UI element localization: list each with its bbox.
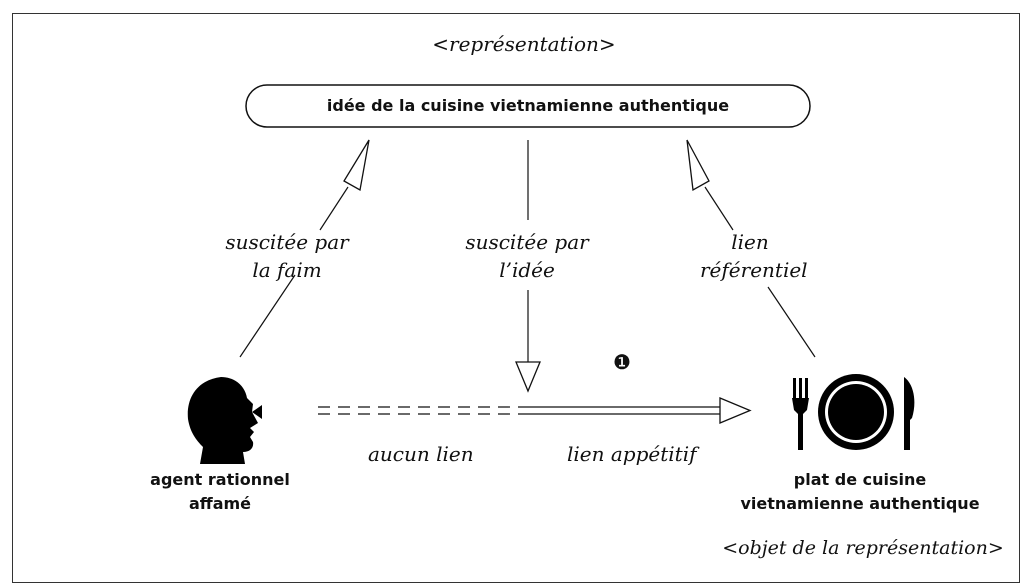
marker-number-one: ❶	[613, 350, 631, 374]
left-link-line-upper	[319, 186, 349, 231]
dish-label-line-2: vietnamienne authentique	[740, 494, 980, 513]
middle-link-label-line-1: suscitée par	[465, 230, 589, 254]
appetitive-link-label: lien appétitif	[567, 442, 697, 466]
agent-label-line-2: affamé	[188, 494, 252, 513]
object-label: <objet de la représentation>	[722, 537, 1004, 559]
left-link-label-line-1: suscitée par	[225, 230, 349, 254]
idea-box-label: idée de la cuisine vietnamienne authenti…	[326, 96, 730, 115]
fork-icon	[792, 378, 809, 450]
idea-box	[245, 84, 811, 128]
right-link-arrowhead	[686, 139, 710, 192]
left-link-arrowhead	[343, 139, 370, 192]
plate-icon	[818, 374, 894, 450]
right-link-line-upper	[704, 186, 734, 231]
knife-icon	[904, 377, 915, 450]
appetitive-link-arrowhead	[719, 397, 752, 424]
no-link-dashed-line	[318, 406, 518, 415]
right-link-line-lower	[767, 286, 816, 358]
left-link-label-line-2: la faim	[252, 258, 322, 282]
middle-link-arrowhead	[515, 361, 541, 393]
dish-label-line-1: plat de cuisine	[793, 470, 927, 489]
head-profile-icon	[187, 377, 258, 464]
left-link-line-lower	[239, 274, 296, 358]
right-link-label: lien référentiel	[700, 228, 808, 284]
agent-label-line-1: agent rationnel	[150, 470, 290, 489]
right-link-label-line-2: référentiel	[700, 258, 808, 282]
dish-label: plat de cuisine vietnamienne authentique	[730, 468, 990, 516]
right-link-label-line-1: lien	[731, 230, 769, 254]
mouth-notch	[252, 405, 262, 419]
middle-link-label: suscitée par l’idée	[462, 228, 592, 284]
fork-plate-knife-icon	[792, 374, 915, 450]
middle-link-label-line-2: l’idée	[499, 258, 555, 282]
representation-label: <représentation>	[432, 32, 616, 56]
agent-label: agent rationnel affamé	[130, 468, 310, 516]
no-link-label: aucun lien	[368, 442, 474, 466]
left-link-label: suscitée par la faim	[222, 228, 352, 284]
appetitive-link-line	[518, 406, 725, 415]
